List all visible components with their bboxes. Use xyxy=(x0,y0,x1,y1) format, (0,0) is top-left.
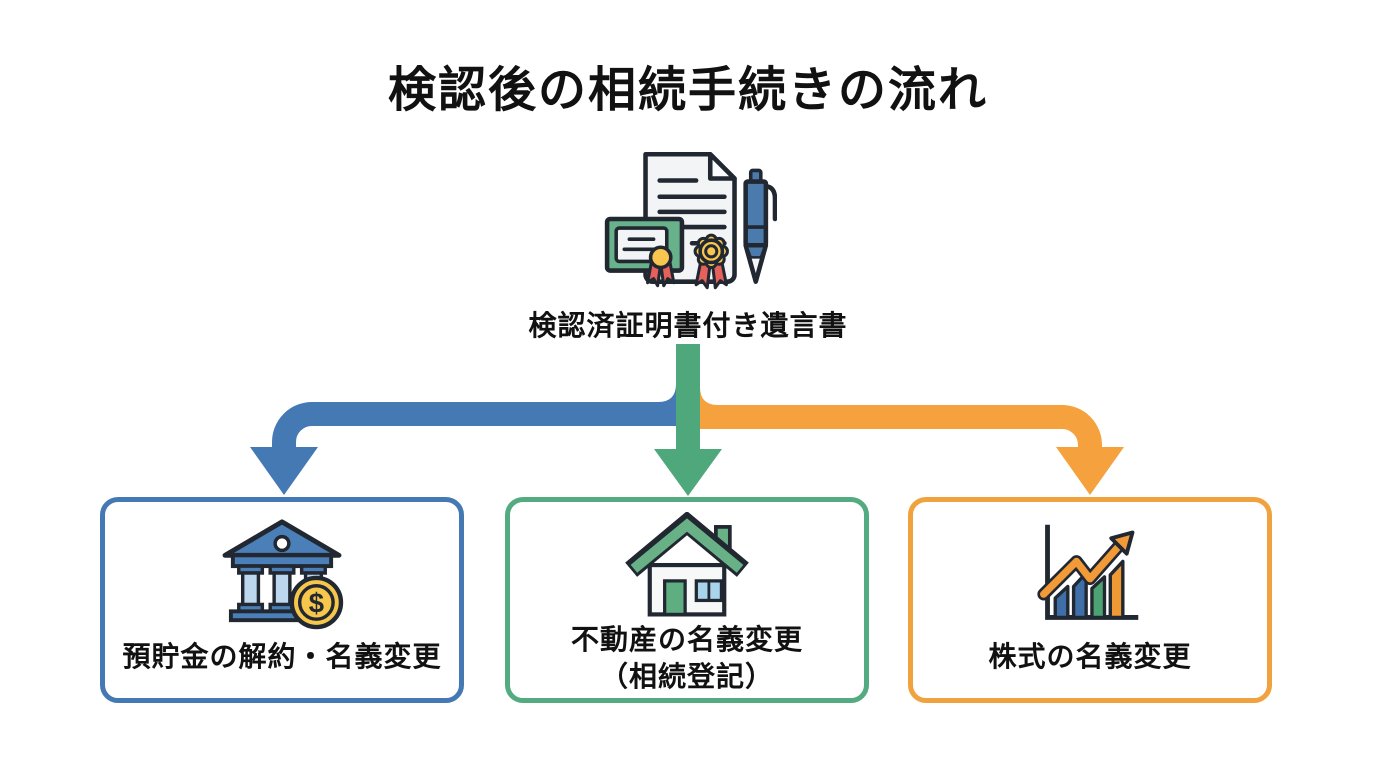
orange-fillet xyxy=(700,387,718,405)
branch-label-bank-deposits: 預貯金の解約・名義変更 xyxy=(122,641,442,672)
branch-box-real-estate: 不動産の名義変更 （相続登記） xyxy=(505,497,869,703)
rising-arrow-head xyxy=(1109,530,1135,556)
arrow-left-head xyxy=(250,447,318,495)
branch-label-stocks: 株式の名義変更 xyxy=(988,641,1192,672)
stock-chart-icon-svg xyxy=(1037,524,1139,620)
bank-icon-svg: $ xyxy=(222,519,344,630)
will-document-icon-svg xyxy=(604,151,778,290)
branch-label-real-estate: 不動産の名義変更 （相続登記） xyxy=(571,622,803,696)
page-title: 検認後の相続手続きの流れ xyxy=(387,64,988,117)
stock-chart-icon xyxy=(1032,515,1148,631)
branch-arrows xyxy=(250,344,1124,496)
branch-box-bank-deposits: $ 預貯金の解約・名義変更 xyxy=(100,497,464,703)
arrow-center-head xyxy=(654,449,722,496)
branch-label-real-estate-line2: （相続登記） xyxy=(599,660,774,692)
source-label: 検認済証明書付き遺言書 xyxy=(528,310,848,341)
arrow-left-shaft xyxy=(272,402,690,452)
branch-label-real-estate-line1: 不動産の名義変更 xyxy=(570,624,803,655)
will-document-icon xyxy=(599,146,778,298)
branch-box-stocks: 株式の名義変更 xyxy=(908,497,1272,703)
house-icon xyxy=(625,512,749,620)
arrow-right-shaft xyxy=(686,405,1102,452)
bank-icon: $ xyxy=(217,515,347,631)
house-icon-svg xyxy=(625,512,749,617)
house-door xyxy=(663,579,687,617)
blue-fillet xyxy=(658,384,676,402)
svg-text:$: $ xyxy=(309,587,324,618)
arrow-right-head xyxy=(1056,447,1124,495)
